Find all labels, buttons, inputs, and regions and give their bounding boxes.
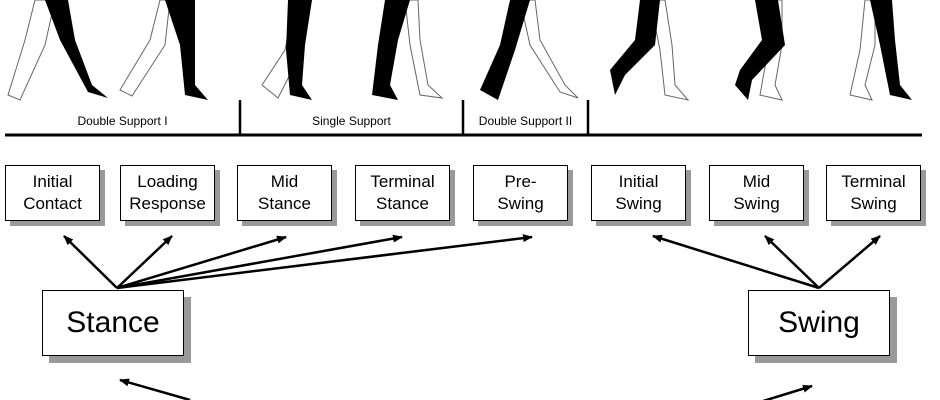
double-support-1-label: Double Support I <box>77 114 168 128</box>
walking-figure-3 <box>261 0 312 100</box>
phase-label: Swing <box>733 194 780 213</box>
phase-label: Contact <box>23 194 82 213</box>
phase-label: Loading <box>137 172 198 191</box>
phase-label: Mid <box>742 172 771 191</box>
phase-label: Mid <box>270 172 299 191</box>
swing-box: Swing <box>748 290 890 356</box>
phase-label: Response <box>129 194 206 213</box>
walking-figure-1 <box>7 0 108 101</box>
phase-label: Stance <box>376 194 429 213</box>
phase-label: Initial <box>32 172 73 191</box>
arrow <box>762 384 813 400</box>
phase-label: Terminal <box>370 172 435 191</box>
walking-figure-5 <box>480 0 579 100</box>
double-support-2-label: Double Support II <box>478 114 573 128</box>
phase-label: Swing <box>850 194 897 213</box>
arrow <box>652 234 820 290</box>
arrow <box>818 235 881 289</box>
walking-figure-6 <box>610 0 690 101</box>
stance-box: Stance <box>42 290 184 356</box>
walking-figure-2 <box>119 0 208 100</box>
phase-label: Swing <box>497 194 544 213</box>
arrow <box>116 235 287 290</box>
arrow <box>116 235 173 289</box>
arrow <box>119 378 191 400</box>
swing-label: Swing <box>778 306 860 339</box>
phase-label: Stance <box>258 194 311 213</box>
phase-label: Initial <box>618 172 659 191</box>
arrow <box>116 234 533 290</box>
phase-label: Swing <box>615 194 662 213</box>
arrow <box>116 234 403 290</box>
phase-pre-swing: Pre- Swing <box>473 165 568 221</box>
phase-label: Terminal <box>841 172 906 191</box>
arrow <box>63 235 118 289</box>
phase-label: Pre- <box>504 172 537 191</box>
arrow <box>764 235 820 289</box>
stance-label: Stance <box>66 306 160 339</box>
walking-figure-7 <box>735 0 785 101</box>
walking-figure-8 <box>849 0 912 101</box>
single-support-label: Single Support <box>312 114 391 128</box>
walking-figure-4 <box>372 0 444 100</box>
